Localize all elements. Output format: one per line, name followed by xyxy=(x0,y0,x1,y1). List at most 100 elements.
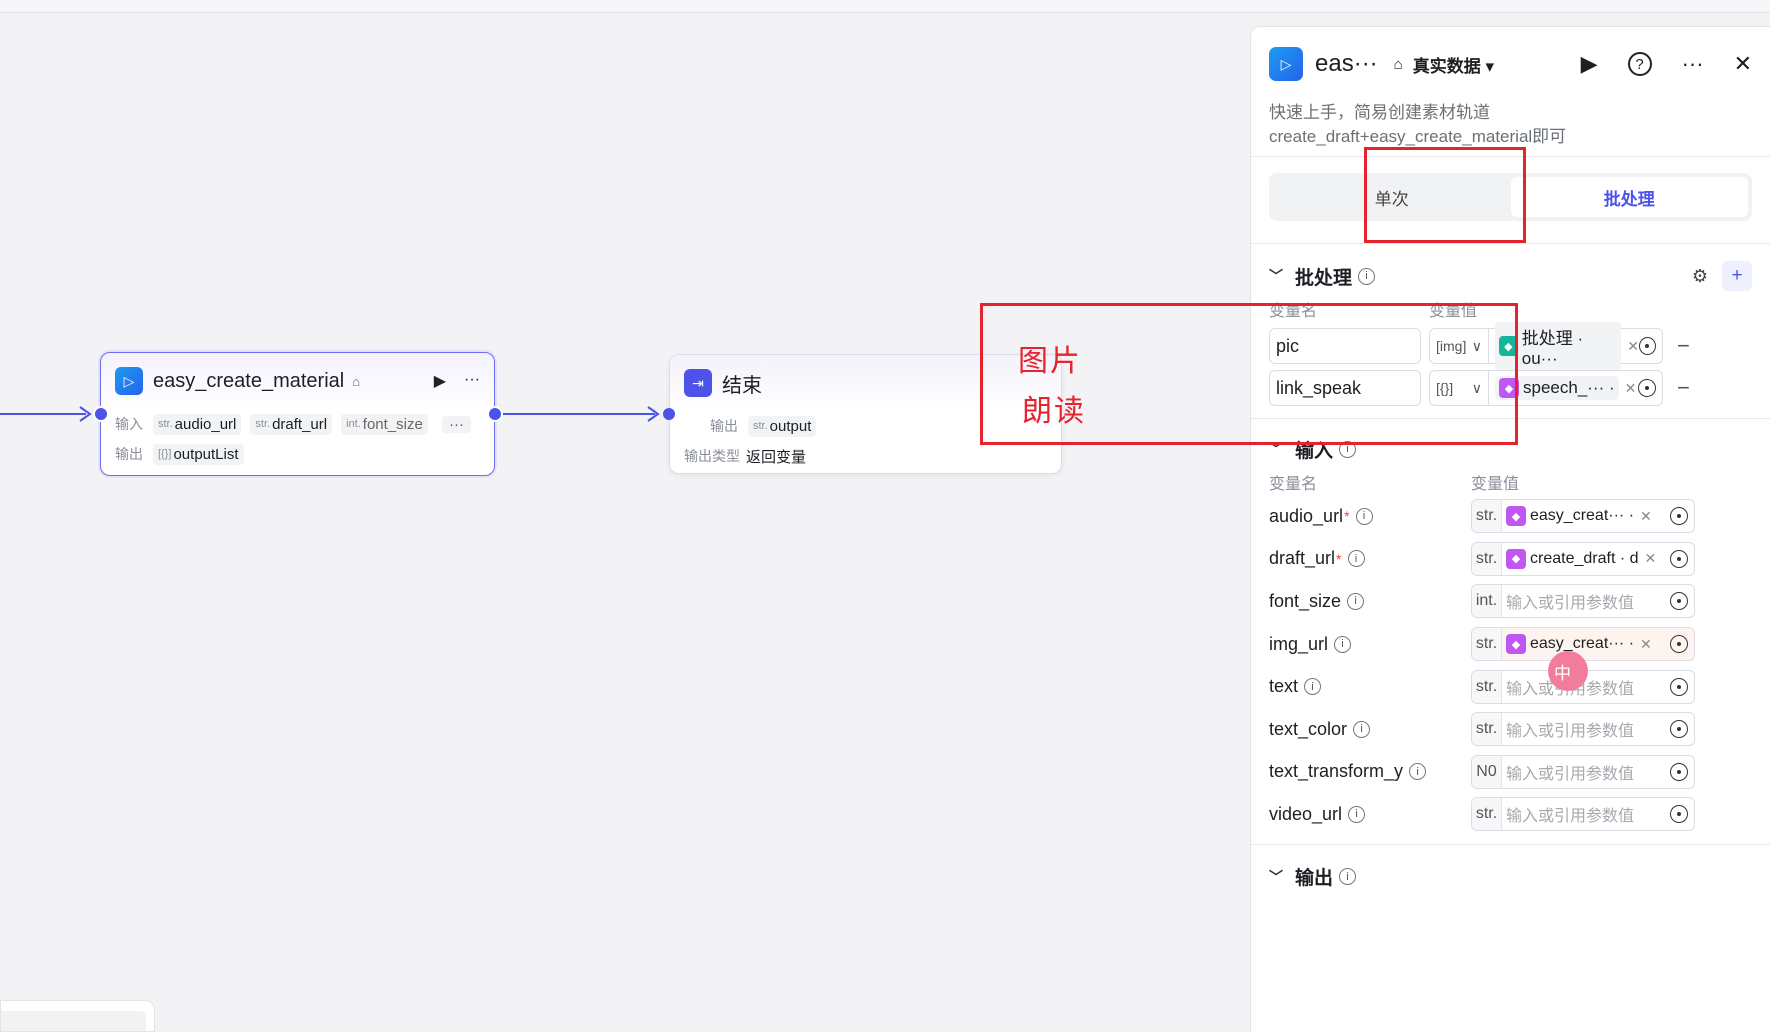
plugin-icon: ▷ xyxy=(115,367,143,395)
batch-section-header[interactable]: ﹀ 批处理 i ⚙ + xyxy=(1251,256,1770,296)
clear-icon[interactable]: ✕ xyxy=(1640,635,1652,652)
end-input-port[interactable] xyxy=(663,408,675,420)
info-icon[interactable]: i xyxy=(1334,635,1352,653)
clear-icon[interactable]: ✕ xyxy=(1640,507,1652,524)
end-output-type-row: 输出类型 返回变量 xyxy=(670,441,1061,471)
info-icon[interactable]: i xyxy=(1347,592,1365,610)
node-title: easy_create_material xyxy=(153,369,345,392)
param-value-field[interactable]: str.输入或引用参数值 xyxy=(1471,712,1695,747)
remove-row-button[interactable]: − xyxy=(1677,333,1690,358)
param-chip: str.output xyxy=(748,415,817,437)
reference-icon[interactable] xyxy=(1670,805,1688,824)
node-more-icon[interactable]: ··· xyxy=(464,371,480,388)
image-type-icon: [img] xyxy=(1436,338,1467,354)
cube-icon: ◆ xyxy=(1499,378,1519,398)
param-input-placeholder[interactable]: 输入或引用参数值 xyxy=(1506,808,1635,826)
remove-row-button[interactable]: − xyxy=(1677,375,1690,400)
param-value-field[interactable]: str.◆easy_creat··· ·✕ xyxy=(1471,627,1695,662)
cube-icon: ◆ xyxy=(1506,548,1526,569)
help-icon[interactable]: ? xyxy=(1627,52,1652,76)
tab-batch[interactable]: 批处理 xyxy=(1510,177,1748,217)
info-icon[interactable]: i xyxy=(1355,507,1373,525)
chevron-down-icon[interactable]: ﹀ xyxy=(1269,268,1283,284)
param-input-placeholder[interactable]: 输入或引用参数值 xyxy=(1506,765,1635,783)
type-tag: str. xyxy=(1472,542,1502,575)
batch-col-header: 变量名 变量值 xyxy=(1269,303,1478,320)
reference-icon[interactable] xyxy=(1638,337,1656,355)
type-tag: str. xyxy=(1472,798,1502,831)
tab-single[interactable]: 单次 xyxy=(1374,189,1409,209)
settings-icon[interactable]: ⚙ xyxy=(1691,265,1708,286)
param-value-field[interactable]: str.◆create_draft · d✕ xyxy=(1471,541,1695,576)
section-title: 批处理 xyxy=(1295,267,1353,289)
data-mode-dropdown[interactable]: 真实数据 ▾ xyxy=(1412,56,1494,76)
info-icon[interactable]: i xyxy=(1358,267,1376,285)
clear-icon[interactable]: ✕ xyxy=(1644,550,1657,567)
side-assistant-tab[interactable]: 中 xyxy=(1548,651,1588,691)
node-header: ⇥ 结束 xyxy=(670,355,1061,411)
close-icon[interactable]: ✕ xyxy=(1733,51,1752,76)
inputs-section-header[interactable]: ﹀ 输入 i xyxy=(1251,429,1770,469)
annotation-box-batch-tab xyxy=(1364,147,1526,243)
end-icon: ⇥ xyxy=(684,369,712,397)
param-value-field[interactable]: str.输入或引用参数值 xyxy=(1471,797,1695,832)
info-icon[interactable]: i xyxy=(1353,720,1371,738)
edge-in-arrow xyxy=(79,406,92,422)
output-port[interactable] xyxy=(487,406,503,422)
reference-icon[interactable] xyxy=(1638,379,1656,397)
panel-title: eas··· xyxy=(1315,50,1378,77)
run-icon[interactable]: ▶ xyxy=(1580,51,1598,76)
reference-icon[interactable] xyxy=(1670,549,1688,568)
panel-description: 快速上手，简易创建素材轨道 create_draft+easy_create_m… xyxy=(1251,101,1770,157)
batch-var-name-input[interactable]: pic xyxy=(1269,328,1421,364)
inputs-col-header: 变量名 变量值 xyxy=(1269,476,1520,493)
reference-icon[interactable] xyxy=(1670,592,1688,611)
outputs-section-header[interactable]: ﹀ 输出 i xyxy=(1251,857,1770,897)
info-icon[interactable]: i xyxy=(1304,678,1322,696)
info-icon[interactable]: i xyxy=(1347,550,1365,568)
node-easy-create-material[interactable]: ▷ easy_create_material ⌂ ▶ ··· 输入 str.au… xyxy=(100,352,495,476)
panel-header: ▷ eas··· ⌂ 真实数据 ▾ ▶ ? ··· ✕ xyxy=(1251,27,1770,101)
outputs-label: 输出 xyxy=(115,446,143,462)
param-chip: str.draft_url xyxy=(250,413,333,435)
param-input-placeholder[interactable]: 输入或引用参数值 xyxy=(1506,595,1635,613)
param-value-field[interactable]: str.◆easy_creat··· ·✕ xyxy=(1471,499,1695,534)
reference-icon[interactable] xyxy=(1670,762,1688,781)
clear-icon[interactable]: ✕ xyxy=(1624,379,1637,396)
chevron-down-icon[interactable]: ﹀ xyxy=(1269,868,1283,885)
param-chip: [{}]outputList xyxy=(153,443,244,465)
param-input-placeholder[interactable]: 输入或引用参数值 xyxy=(1506,723,1635,741)
more-params-button[interactable]: ··· xyxy=(442,415,471,433)
plugin-icon: ▷ xyxy=(1269,47,1303,81)
param-name: draft_url*i xyxy=(1269,548,1471,569)
reference-icon[interactable] xyxy=(1670,677,1688,696)
param-value-field[interactable]: int.输入或引用参数值 xyxy=(1471,584,1695,619)
workflow-canvas[interactable]: ▷ easy_create_material ⌂ ▶ ··· 输入 str.au… xyxy=(0,14,1250,1032)
info-icon[interactable]: i xyxy=(1348,805,1366,823)
run-node-icon[interactable]: ▶ xyxy=(433,373,447,390)
type-tag: N0 xyxy=(1472,755,1502,788)
type-select[interactable]: [img]∨ xyxy=(1429,328,1489,364)
reference-icon[interactable] xyxy=(1670,507,1688,526)
node-end[interactable]: ⇥ 结束 输出 str.output 输出类型 返回变量 xyxy=(669,354,1062,474)
reference-icon[interactable] xyxy=(1670,635,1688,654)
cube-icon: ◆ xyxy=(1506,506,1526,527)
type-select[interactable]: [{}]∨ xyxy=(1429,370,1489,406)
info-icon[interactable]: i xyxy=(1339,440,1357,458)
chevron-down-icon[interactable]: ﹀ xyxy=(1269,441,1283,457)
reference-icon[interactable] xyxy=(1670,720,1688,739)
batch-var-name-input[interactable]: link_speak xyxy=(1269,370,1421,406)
clear-icon[interactable]: ✕ xyxy=(1627,337,1639,354)
info-icon[interactable]: i xyxy=(1339,868,1357,886)
more-icon[interactable]: ··· xyxy=(1681,51,1704,76)
info-icon[interactable]: i xyxy=(1409,763,1427,781)
type-tag: str. xyxy=(1472,628,1502,661)
input-port[interactable] xyxy=(93,406,109,422)
add-batch-button[interactable]: + xyxy=(1722,261,1752,291)
